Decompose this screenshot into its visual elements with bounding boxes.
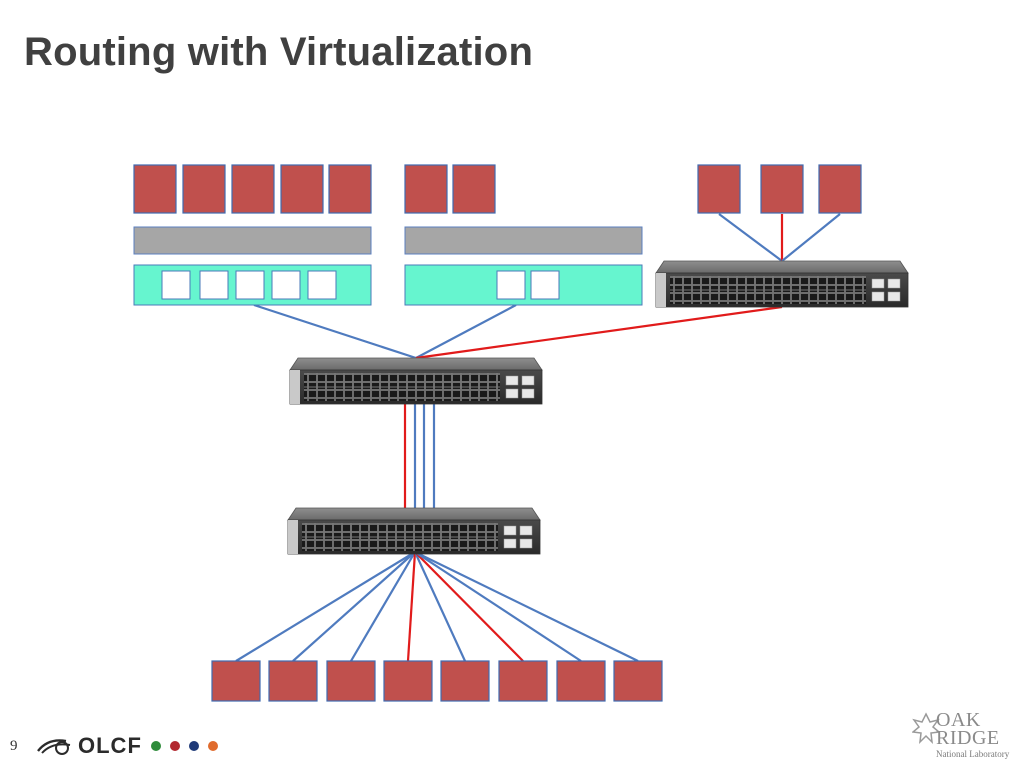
hypervisor-bar [133,226,372,255]
vm-node [231,164,275,214]
link-rnode3 [781,213,841,262]
right-nodes [697,164,862,214]
ornl-line-oak: OAK [936,709,981,731]
fanout-3 [350,551,416,662]
ornl-leaf-icon [912,712,940,745]
virtual-port [235,270,265,300]
virtual-port [496,270,526,300]
node [760,164,804,214]
dot-orange [207,741,218,751]
virtual-port [161,270,191,300]
link-rnode1 [718,213,783,262]
olcf-swoosh-icon [37,739,71,755]
switch-right [655,260,909,308]
host-1 [133,164,372,306]
link-nic1-to-switch [253,303,417,360]
virtual-port [307,270,337,300]
node [818,164,862,214]
link-rightswitch-to-switch [415,305,783,360]
fanout-8 [414,551,639,662]
host-2 [404,164,643,306]
virtual-port [271,270,301,300]
hypervisor-bar [404,226,643,255]
vm-node [182,164,226,214]
fanout-2 [292,551,416,662]
vm-node [280,164,324,214]
virtual-port [530,270,560,300]
ornl-logo: OAK RIDGE National Laboratory [912,710,1012,760]
node [440,660,490,702]
node [268,660,318,702]
slide-title: Routing with Virtualization [24,30,534,74]
fanout-1 [235,551,416,662]
link-nic2-to-switch [415,304,517,359]
vm-node [404,164,448,214]
links [235,213,841,662]
node [613,660,663,702]
fanout-5 [414,551,466,662]
node [383,660,433,702]
node [211,660,261,702]
dot-blue [188,741,199,751]
dot-red [169,741,180,751]
dot-green [150,741,161,751]
vm-node [133,164,177,214]
node [556,660,606,702]
ornl-line-national-lab: National Laboratory [936,749,1010,759]
fanout-7 [414,551,582,662]
olcf-wordmark: OLCF [78,733,142,758]
node [326,660,376,702]
vm-node [328,164,372,214]
node [697,164,741,214]
page-number: 9 [10,738,18,754]
ornl-line-ridge: RIDGE [936,727,1000,749]
vm-node [452,164,496,214]
virtual-port [199,270,229,300]
switch-bottom [287,507,541,555]
bottom-nodes [211,660,663,702]
olcf-logo: OLCF [36,733,218,758]
fanout-4 [406,551,417,662]
switch-middle [289,357,543,405]
node [498,660,548,702]
fanout-6 [414,551,524,662]
